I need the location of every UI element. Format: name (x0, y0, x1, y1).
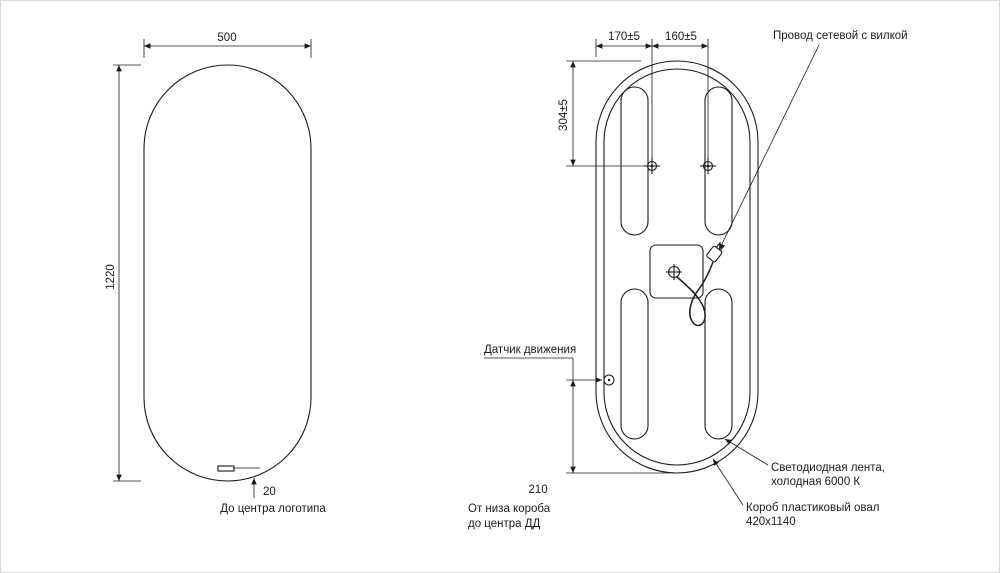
led-track-top-right (704, 86, 733, 236)
front-logo-mark (217, 465, 235, 472)
sensor-note-line1: От низа короба (468, 503, 551, 515)
mount-point-right (700, 158, 716, 174)
rear-dim-edge-to-hole: 170±5 (608, 31, 640, 43)
leader-line (712, 458, 744, 506)
front-logo-label: До центра логотипа (220, 503, 326, 515)
front-dim-width: 500 (217, 32, 236, 44)
led-track-top-left (620, 86, 649, 236)
power-cord (676, 261, 714, 327)
motion-sensor-icon (603, 374, 615, 386)
led-track-bottom-right (704, 288, 733, 440)
cord-label: Провод сетевой с вилкой (773, 30, 908, 42)
front-view (143, 64, 312, 482)
front-dimensions: 500 1220 20 До центра логотипа (105, 32, 326, 515)
sensor-label: Датчик движения (484, 344, 576, 356)
led-label-line2: холодная 6000 К (771, 476, 860, 488)
front-dim-logo: 20 (263, 486, 276, 498)
junction-box (649, 244, 704, 299)
rear-dimensions: 170±5 160±5 304±5 Датчик движения 210 От… (468, 30, 908, 530)
rear-plastic-box-outline (603, 68, 751, 466)
mount-point-left (644, 158, 660, 174)
box-label-line1: Короб пластиковый овал (746, 502, 879, 514)
rear-view (595, 60, 759, 474)
leader-line (724, 438, 769, 466)
led-track-bottom-left (620, 288, 649, 440)
rear-dim-top-to-holes: 304±5 (558, 99, 570, 131)
rear-dim-sensor: 210 (528, 484, 547, 496)
power-plug-icon (706, 241, 726, 263)
box-label-line2: 420х1140 (746, 516, 796, 528)
sensor-note-line2: до центра ДД (468, 518, 541, 530)
leader-line (718, 44, 820, 251)
led-label-line1: Светодиодная лента, (771, 462, 885, 474)
front-dim-height: 1220 (105, 264, 117, 290)
rear-dim-hole-to-hole: 160±5 (665, 31, 697, 43)
front-mirror-outline (143, 64, 312, 482)
